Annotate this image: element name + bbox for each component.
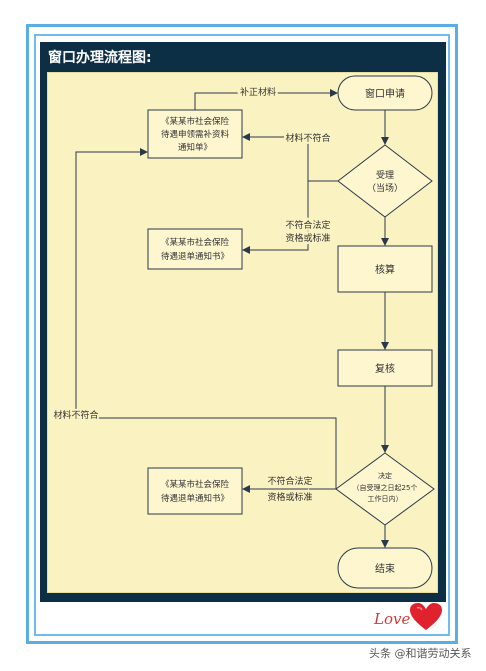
reject-notice-2-line2: 待遇退单通知书》	[161, 493, 229, 504]
arrow-accept-not-legal	[242, 181, 309, 254]
reject-notice-box-2	[147, 467, 243, 515]
decide-label-line2: （自受理之日起25个	[353, 483, 418, 492]
approve-label: 核算	[375, 263, 395, 276]
reject-notice-2-line1: 《某某市社会保险	[161, 479, 230, 490]
end-node	[337, 547, 433, 589]
edge-supplement-label: 补正材料	[240, 86, 276, 98]
reject-notice-box-1	[147, 228, 243, 270]
love-script-text: Love	[374, 610, 411, 628]
supplement-notice-line3: 通知单》	[178, 142, 212, 153]
decide-label-line3: 工作日内）	[368, 494, 403, 503]
edge-not-legal-1-line1: 不符合法定	[285, 219, 330, 231]
edge-not-legal-2-line2: 资格或标准	[267, 491, 312, 503]
apply-label: 窗口申请	[365, 87, 405, 100]
supplement-notice-line1: 《某某市社会保险	[161, 116, 230, 127]
accept-label-line1: 受理	[376, 169, 394, 181]
review-label: 复核	[375, 362, 395, 375]
arrow-decide-mismatch	[75, 148, 337, 489]
edge-not-legal-2-line1: 不符合法定	[267, 475, 312, 487]
approve-node	[337, 245, 433, 293]
reject-notice-1-line2: 待遇退单通知书》	[161, 251, 229, 262]
arrow-accept-mismatch	[242, 133, 338, 182]
edge-material-mismatch-2: 材料不符合	[53, 409, 98, 421]
review-node	[337, 349, 433, 387]
decide-label-line1: 决定	[378, 471, 392, 480]
supplement-notice-line2: 待遇申领需补资料	[161, 129, 230, 140]
edge-not-legal-1-line2: 资格或标准	[285, 232, 330, 244]
end-label: 结束	[375, 562, 395, 575]
arrow-supplement	[194, 89, 338, 110]
watermark: 头条 @和谐劳动关系	[369, 645, 472, 661]
accept-label-line2: （当场）	[367, 182, 403, 194]
panel-title: 窗口办理流程图:	[48, 50, 152, 66]
heart-icon	[410, 603, 442, 630]
accept-decision	[337, 144, 433, 218]
edge-material-mismatch-1: 材料不符合	[285, 132, 330, 144]
reject-notice-1-line1: 《某某市社会保险	[161, 237, 230, 248]
